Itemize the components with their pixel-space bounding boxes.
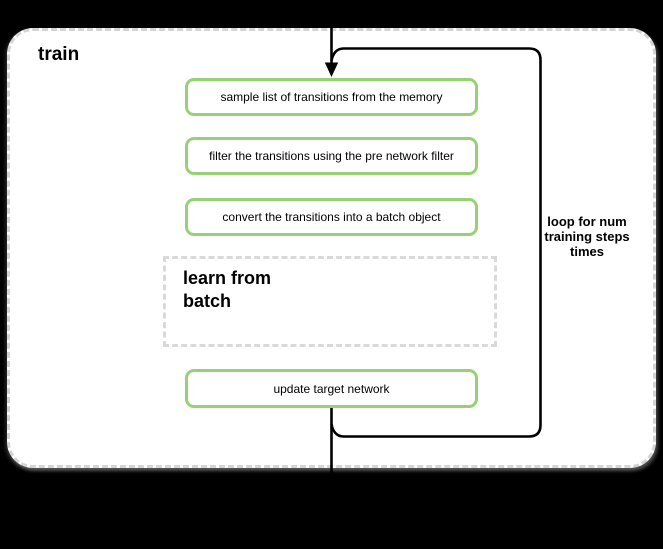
container-title: train xyxy=(38,44,80,65)
step-convert-to-batch: convert the transitions into a batch obj… xyxy=(185,198,478,236)
step-update-target-network: update target network xyxy=(185,369,478,408)
step-sample-transitions: sample list of transitions from the memo… xyxy=(185,78,478,116)
group-label: learn from batch xyxy=(183,268,272,311)
step-filter-transitions: filter the transitions using the pre net… xyxy=(185,137,478,175)
loop-annotation: loop for num training steps times xyxy=(544,214,630,259)
learn-from-batch-group: learn from batch xyxy=(163,256,497,347)
